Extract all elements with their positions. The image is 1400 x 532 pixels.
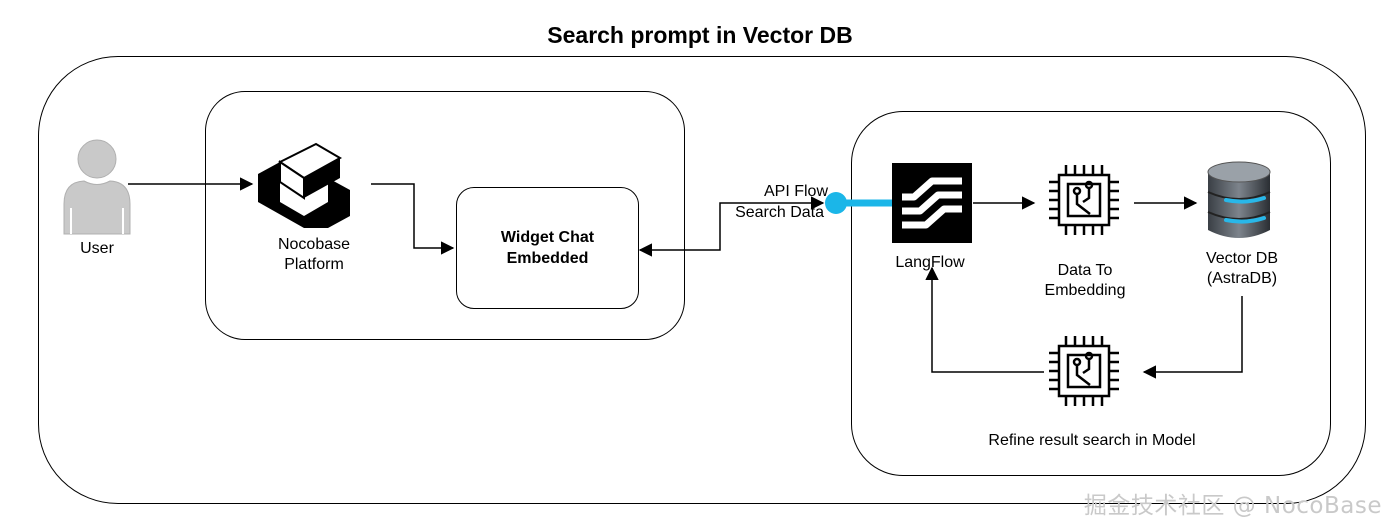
vectordb-label-line2: (AstraDB) xyxy=(1206,270,1278,287)
api-flow-label: API Flow xyxy=(763,183,828,200)
search-data-label: Search Data xyxy=(735,204,824,221)
widget-chat-node: Widget Chat Embedded xyxy=(456,187,639,309)
chip-icon xyxy=(1049,165,1119,235)
embedding-label: Data To Embedding xyxy=(1020,261,1150,301)
langflow-group-box xyxy=(851,111,1331,476)
diagram-title: Search prompt in Vector DB xyxy=(547,22,853,48)
refine-label: Refine result search in Model xyxy=(988,432,1196,449)
watermark: 掘金技术社区 @ NocoBase xyxy=(1083,493,1382,519)
outer-container xyxy=(38,56,1366,504)
nocobase-label-line2: Platform xyxy=(284,256,344,273)
user-icon xyxy=(63,139,131,235)
vectordb-label: Vector DB (AstraDB) xyxy=(1182,249,1302,289)
user-label: User xyxy=(80,240,114,257)
langflow-logo-icon xyxy=(892,163,972,243)
embedding-label-line2: Embedding xyxy=(1044,282,1126,299)
nocobase-logo-icon xyxy=(258,142,350,228)
vectordb-label-line1: Vector DB xyxy=(1205,250,1279,267)
database-icon xyxy=(1207,161,1271,238)
nocobase-label-line1: Nocobase xyxy=(277,236,351,253)
nocobase-label: Nocobase Platform xyxy=(244,235,384,275)
langflow-label: LangFlow xyxy=(895,254,965,271)
widget-label-line2: Embedded xyxy=(506,250,589,267)
chip-icon xyxy=(1049,336,1119,406)
widget-chat-label: Widget Chat Embedded xyxy=(501,227,594,269)
embedding-label-line1: Data To xyxy=(1057,262,1113,279)
widget-label-line1: Widget Chat xyxy=(500,229,595,246)
